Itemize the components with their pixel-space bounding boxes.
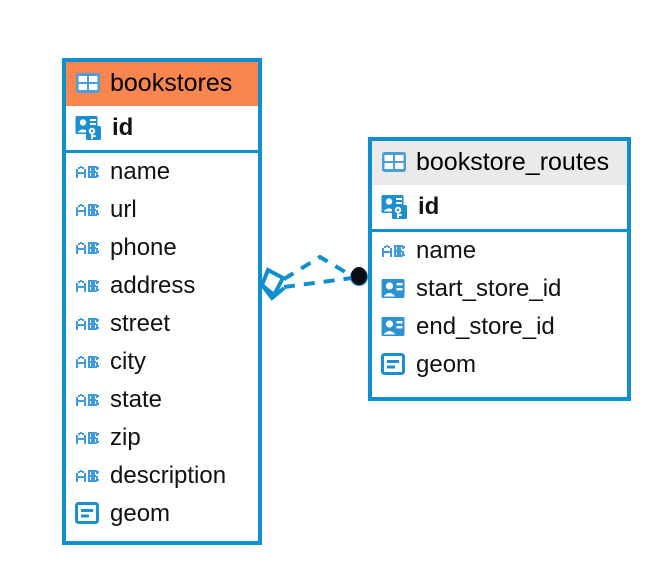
field-label-id: id xyxy=(418,193,440,220)
geometry-icon xyxy=(381,353,407,377)
field-label-zip: zip xyxy=(110,424,141,451)
filled-circle-marker xyxy=(350,267,368,286)
abc-text-icon xyxy=(75,393,101,407)
field-row-geom[interactable]: geom xyxy=(372,346,627,384)
field-row-start-store-id[interactable]: start_store_id xyxy=(372,270,627,308)
entity-title-bookstores: bookstores xyxy=(110,68,233,97)
entity-header-bookstore-routes[interactable]: bookstore_routes xyxy=(372,141,627,185)
field-label-address: address xyxy=(110,272,196,299)
primary-key-section-bookstore-routes: id xyxy=(372,185,627,232)
abc-text-icon xyxy=(75,469,101,483)
field-row-address[interactable]: address xyxy=(66,267,258,305)
primary-key-icon xyxy=(381,194,409,220)
field-label-description: description xyxy=(110,462,227,489)
field-row-id[interactable]: id xyxy=(372,185,627,229)
entity-header-bookstores[interactable]: bookstores xyxy=(66,62,258,106)
field-row-zip[interactable]: zip xyxy=(66,419,258,457)
field-label-geom: geom xyxy=(110,500,171,527)
field-row-name[interactable]: name xyxy=(372,232,627,270)
field-row-description[interactable]: description xyxy=(66,457,258,495)
field-label-city: city xyxy=(110,348,146,375)
abc-text-icon xyxy=(75,431,101,445)
diamond-outline-marker xyxy=(259,267,286,301)
abc-text-icon xyxy=(75,203,101,217)
field-row-end-store-id[interactable]: end_store_id xyxy=(372,308,627,346)
field-row-name[interactable]: name xyxy=(66,153,258,191)
field-row-state[interactable]: state xyxy=(66,381,258,419)
entity-table-bookstores[interactable]: bookstores xyxy=(62,58,262,545)
abc-text-icon xyxy=(381,244,407,258)
entity-title-bookstore-routes: bookstore_routes xyxy=(416,147,610,176)
field-row-street[interactable]: street xyxy=(66,305,258,343)
field-label-phone: phone xyxy=(110,234,177,261)
abc-text-icon xyxy=(75,241,101,255)
relationship-line-upper xyxy=(282,254,354,281)
geometry-icon xyxy=(75,502,101,526)
field-label-url: url xyxy=(110,196,137,223)
entity-table-bookstore-routes[interactable]: bookstore_routes xyxy=(368,137,631,401)
field-row-id[interactable]: id xyxy=(66,106,258,150)
abc-text-icon xyxy=(75,355,101,369)
field-label-start-store-id: start_store_id xyxy=(416,275,562,302)
field-row-phone[interactable]: phone xyxy=(66,229,258,267)
field-row-city[interactable]: city xyxy=(66,343,258,381)
field-label-name: name xyxy=(416,237,477,264)
abc-text-icon xyxy=(75,317,101,331)
field-label-end-store-id: end_store_id xyxy=(416,313,555,340)
table-grid-icon xyxy=(381,151,407,173)
table-grid-icon xyxy=(75,72,101,94)
field-label-street: street xyxy=(110,310,171,337)
field-label-geom: geom xyxy=(416,351,477,378)
field-label-state: state xyxy=(110,386,163,413)
field-row-geom[interactable]: geom xyxy=(66,495,258,533)
field-label-id: id xyxy=(112,114,134,141)
primary-key-icon xyxy=(75,115,103,141)
field-row-url[interactable]: url xyxy=(66,191,258,229)
abc-text-icon xyxy=(75,165,101,179)
field-label-name: name xyxy=(110,158,171,185)
relationship-line-lower xyxy=(283,276,353,289)
abc-text-icon xyxy=(75,279,101,293)
foreign-key-icon xyxy=(381,316,407,338)
foreign-key-icon xyxy=(381,278,407,300)
primary-key-section-bookstores: id xyxy=(66,106,258,153)
